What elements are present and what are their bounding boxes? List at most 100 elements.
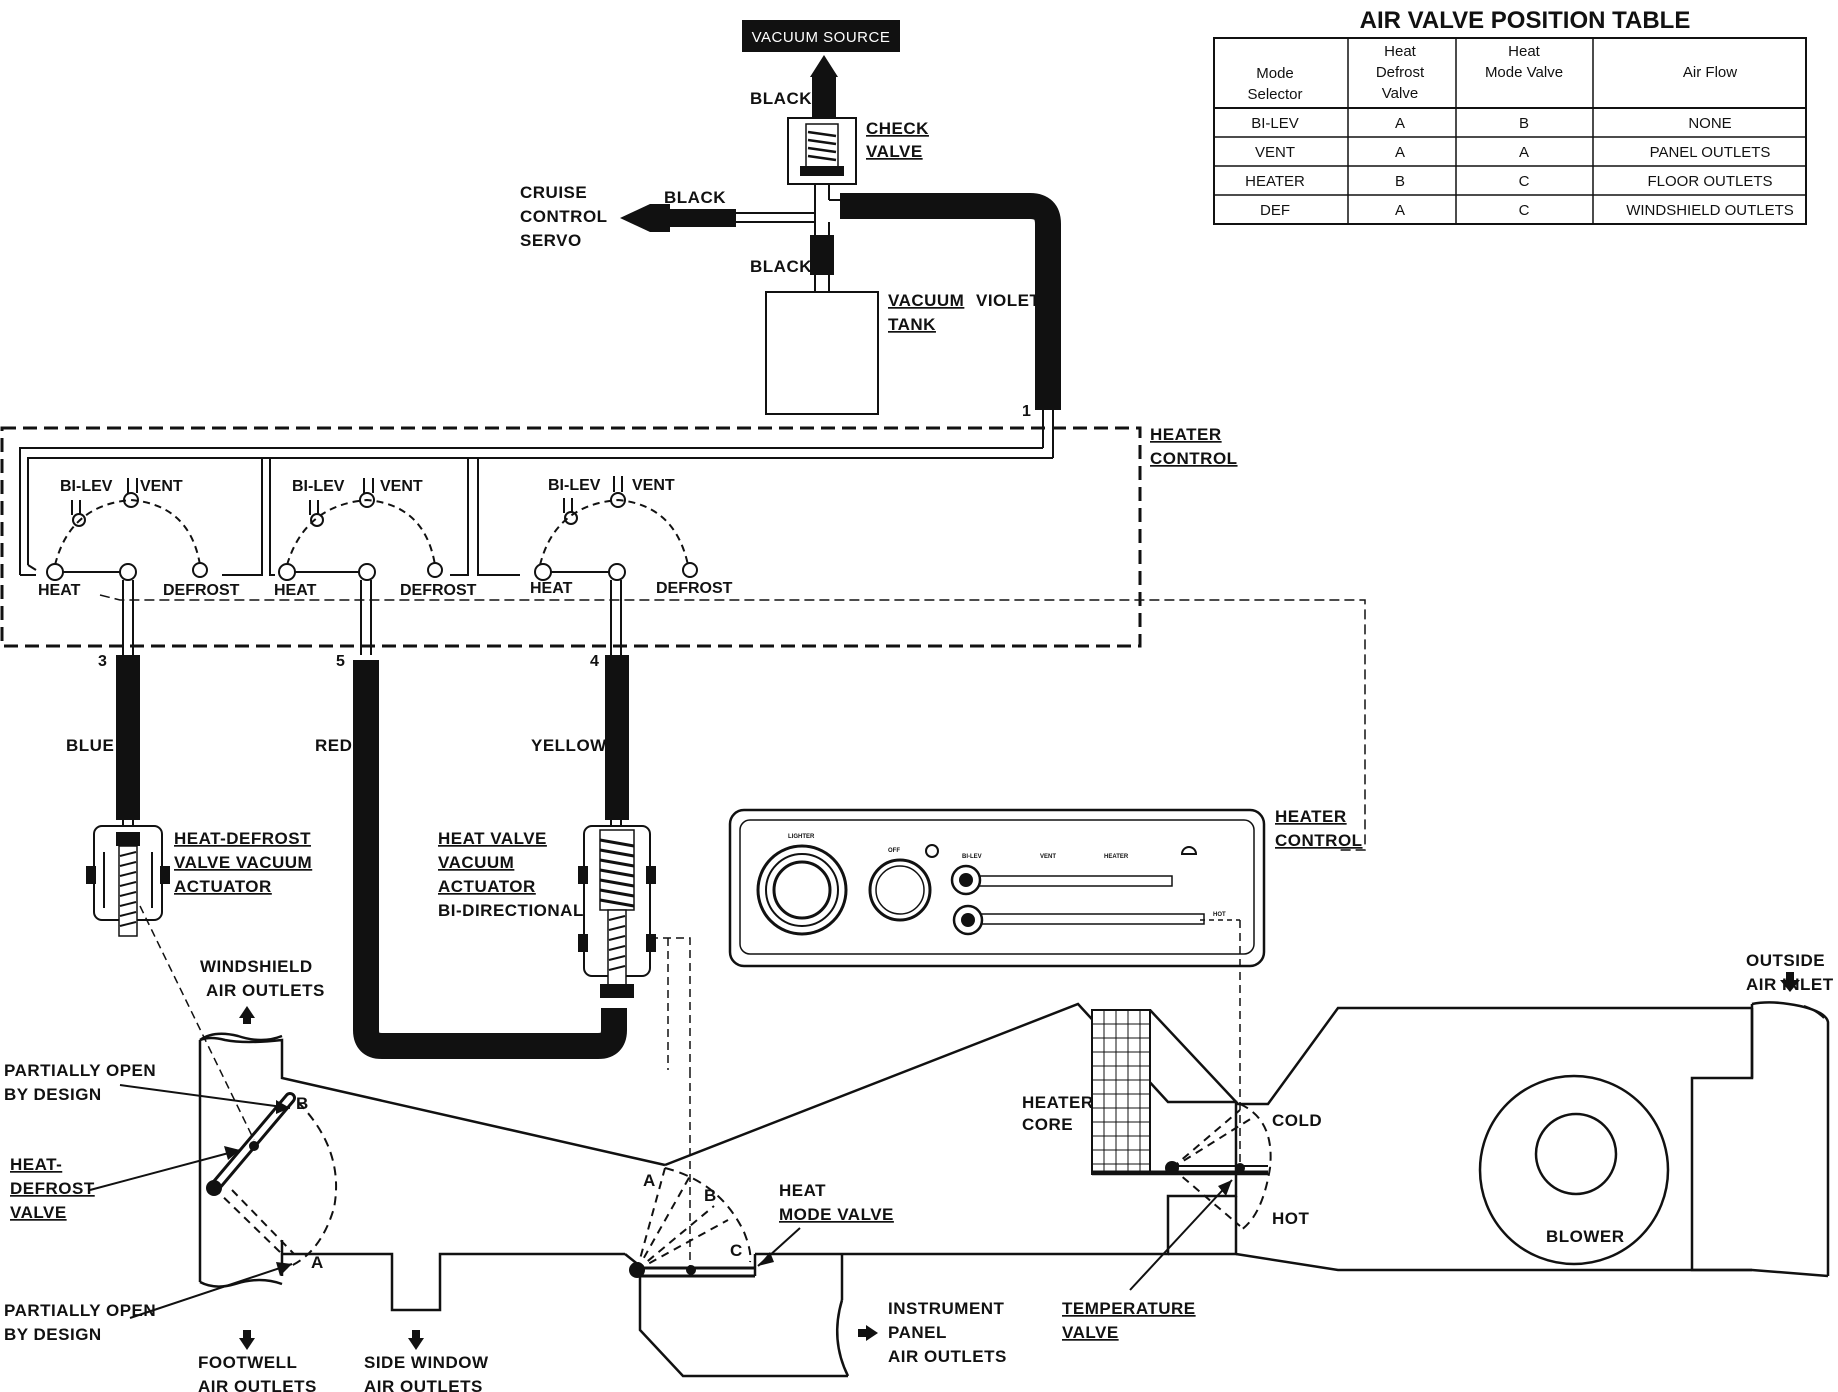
hose-label-red: RED (315, 736, 352, 755)
header-hd-2: Defrost (1376, 64, 1425, 81)
svg-text:A: A (1395, 115, 1405, 132)
hd-actuator-label-2: VALVE VACUUM (174, 853, 312, 872)
port-5-label: 5 (336, 653, 345, 670)
hose-label-blue: BLUE (66, 736, 114, 755)
heater-control-panel: HEATER CONTROL LIGHTER OFF BI-LEV VENT H… (728, 807, 1363, 1180)
cold-label: COLD (1272, 1111, 1322, 1130)
svg-text:C: C (1519, 173, 1530, 190)
hm-pos-a: A (643, 1171, 656, 1190)
svg-text:B: B (1519, 115, 1529, 132)
table-row: DEF A C WINDSHIELD OUTLETS (1260, 202, 1794, 219)
windshield-arrow (239, 1006, 255, 1018)
svg-text:A: A (1395, 202, 1405, 219)
hoses: BLUE RED YELLOW (66, 655, 629, 1059)
mode-slider-track (965, 875, 1173, 887)
switch3-heat: HEAT (530, 580, 573, 597)
defrost-icon (1180, 846, 1198, 855)
header-mode-2: Selector (1247, 86, 1302, 103)
svg-text:DEF: DEF (1260, 202, 1290, 219)
hose-label-black-tank: BLACK (750, 257, 812, 276)
hose-label-yellow: YELLOW (531, 736, 607, 755)
switch3-defrost: DEFROST (656, 580, 733, 597)
hd-actuator-label-1: HEAT-DEFROST (174, 829, 311, 848)
heater-control-label-2: CONTROL (1150, 449, 1238, 468)
footwell-arrow (239, 1338, 255, 1350)
blower-wheel (1534, 1112, 1618, 1196)
switch2-heat: HEAT (274, 582, 317, 599)
panel-hot-text: HOT (1213, 912, 1226, 918)
switch1-bilev: BI-LEV (60, 478, 113, 495)
hd-pos-b: B (296, 1094, 309, 1113)
heat-defrost-actuator: HEAT-DEFROST VALVE VACUUM ACTUATOR (86, 825, 312, 937)
heater-core-label-1: HEATER (1022, 1093, 1094, 1112)
mode-switch-2: BI-LEV VENT HEAT DEFROST 5 (269, 458, 477, 670)
svg-text:C: C (1519, 202, 1530, 219)
hm-pos-b: B (704, 1186, 717, 1205)
table-row: HEATER B C FLOOR OUTLETS (1245, 173, 1772, 190)
outside-label-1: OUTSIDE (1746, 951, 1825, 970)
instrument-label-1: INSTRUMENT (888, 1299, 1005, 1318)
hd-valve-label-3: VALVE (10, 1203, 67, 1222)
air-valve-position-table: AIR VALVE POSITION TABLE Mode Selector H… (1213, 7, 1807, 225)
header-hm-2: Mode Valve (1485, 64, 1563, 81)
hd-actuator-label-3: ACTUATOR (174, 877, 272, 896)
violet-hose (840, 193, 1061, 410)
lighter-text: LIGHTER (788, 834, 815, 840)
hd-pos-a: A (311, 1253, 324, 1272)
panel-bilev-text: BI-LEV (962, 854, 982, 860)
panel-label-1: HEATER (1275, 807, 1347, 826)
vacuum-source-box (742, 20, 900, 52)
cruise-label-1: CRUISE (520, 183, 587, 202)
vacuum-tank (765, 291, 879, 415)
instrument-label-2: PANEL (888, 1323, 947, 1342)
instrument-arrow (866, 1325, 878, 1341)
heat-mode-label-1: HEAT (779, 1181, 826, 1200)
side-window-label-2: AIR OUTLETS (364, 1377, 483, 1392)
panel-label-2: CONTROL (1275, 831, 1363, 850)
switch1-defrost: DEFROST (163, 582, 240, 599)
fan-icon (925, 844, 939, 858)
vacuum-source-label: VACUUM SOURCE (752, 29, 891, 46)
table-row: VENT A A PANEL OUTLETS (1255, 144, 1770, 161)
cruise-label-2: CONTROL (520, 207, 608, 226)
outside-label-2: AIR INLET (1746, 975, 1834, 994)
hose-label-violet: VIOLET (976, 291, 1041, 310)
port-3-label: 3 (98, 653, 107, 670)
heater-control-label-1: HEATER (1150, 425, 1222, 444)
hd-valve-label-2: DEFROST (10, 1179, 95, 1198)
partial-top-label-2: BY DESIGN (4, 1085, 102, 1104)
heater-control-box: HEATER CONTROL BI-LEV VENT HEAT DEFROST (0, 425, 1366, 851)
svg-text:HEATER: HEATER (1245, 173, 1305, 190)
hot-label: HOT (1272, 1209, 1310, 1228)
yellow-hose (605, 655, 629, 820)
hose-label-black-cruise: BLACK (664, 188, 726, 207)
off-text: OFF (888, 848, 900, 854)
blower-label: BLOWER (1546, 1227, 1625, 1246)
hose-label-black-top: BLACK (750, 89, 812, 108)
port-1-label: 1 (1022, 403, 1031, 420)
switch3-vent: VENT (632, 477, 675, 494)
mode-switch-1: BI-LEV VENT HEAT DEFROST 3 (38, 458, 263, 670)
hd-valve-label-1: HEAT- (10, 1155, 62, 1174)
partial-bottom-label-2: BY DESIGN (4, 1325, 102, 1344)
svg-text:FLOOR OUTLETS: FLOOR OUTLETS (1647, 173, 1772, 190)
hm-pos-c: C (730, 1241, 743, 1260)
svg-text:WINDSHIELD OUTLETS: WINDSHIELD OUTLETS (1626, 202, 1794, 219)
lighter-knob (756, 844, 848, 936)
switch2-bilev: BI-LEV (292, 478, 345, 495)
temp-slider-track (965, 913, 1205, 925)
vacuum-tank-label-2: TANK (888, 315, 936, 334)
svg-text:PANEL OUTLETS: PANEL OUTLETS (1650, 144, 1771, 161)
switch2-defrost: DEFROST (400, 582, 477, 599)
temperature-label-2: VALVE (1062, 1323, 1119, 1342)
switch1-vent: VENT (140, 478, 183, 495)
windshield-label-2: AIR OUTLETS (206, 981, 325, 1000)
svg-text:BI-LEV: BI-LEV (1251, 115, 1299, 132)
check-valve-label-1: CHECK (866, 119, 929, 138)
switch1-heat: HEAT (38, 582, 81, 599)
side-window-label-1: SIDE WINDOW (364, 1353, 489, 1372)
footwell-label-2: AIR OUTLETS (198, 1377, 317, 1392)
table-row: BI-LEV A B NONE (1251, 115, 1731, 132)
